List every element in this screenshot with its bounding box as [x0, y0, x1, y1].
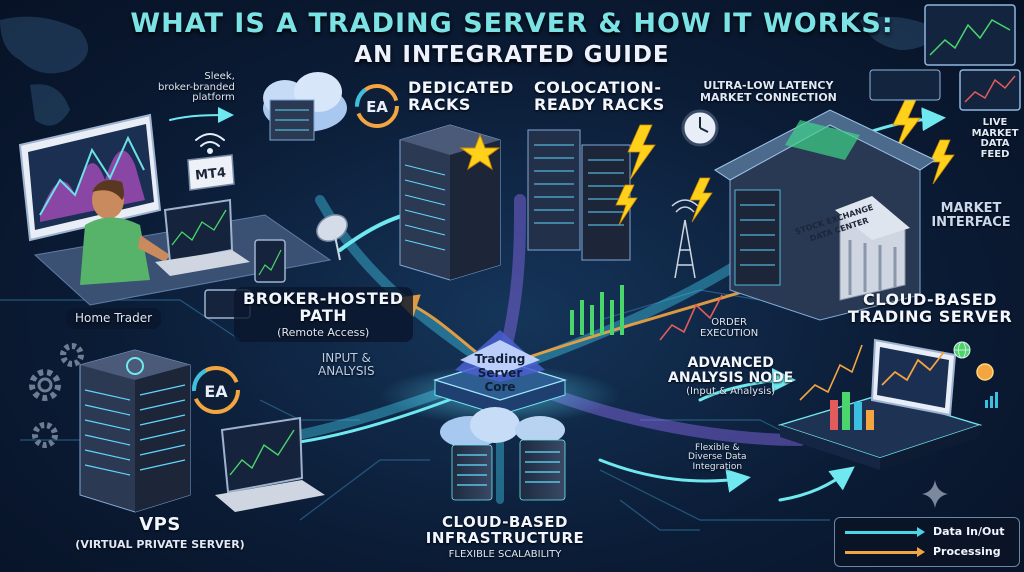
stock-exchange-building[interactable] [714, 109, 937, 321]
label-broker-line2: PATH [299, 305, 348, 325]
home-laptop [155, 198, 250, 276]
label-live-line2: MARKET [971, 127, 1019, 139]
core-text-line2: Server [478, 366, 523, 380]
label-vps-sub: (VIRTUAL PRIVATE SERVER) [75, 537, 245, 551]
label-remote-access: (Remote Access) [277, 325, 370, 339]
legend-processing-label: Processing [933, 545, 1001, 558]
label-sleek-line3: platform [192, 92, 235, 103]
label-order-line1: ORDER [711, 317, 747, 328]
dollar-coin-icon [976, 363, 994, 381]
label-order-execution: ORDER EXECUTION [700, 317, 759, 339]
label-dedicated-racks: DEDICATED RACKS [408, 78, 514, 114]
world-map-decoration [0, 16, 940, 126]
mt4-text: MT4 [195, 165, 227, 183]
label-colocation-line2: READY RACKS [534, 94, 665, 114]
ea-cycle-icon-vps [192, 366, 240, 414]
label-latency-line1: ULTRA-LOW LATENCY [703, 79, 834, 92]
label-flexible-line2: Diverse Data [688, 452, 747, 463]
satellite-dish-icon [316, 214, 348, 261]
label-cloud-trading-server: CLOUD-BASED TRADING SERVER [840, 290, 1020, 326]
label-sleek-line2: broker-branded [158, 81, 235, 93]
label-infra-sub: FLEXIBLE SCALABILITY [448, 548, 562, 560]
legend-processing: Processing [845, 544, 1015, 560]
legend-data-label: Data In/Out [933, 525, 1005, 538]
label-advanced-line2: ANALYSIS NODE [668, 369, 794, 386]
label-infra-line2: INFRASTRUCTURE [425, 528, 585, 547]
broker-cloud [263, 72, 347, 141]
core-text-line3: Core [484, 380, 515, 394]
label-colocation-line1: COLOCATION- [534, 78, 662, 97]
wifi-icon [195, 133, 225, 154]
vps-server[interactable] [79, 349, 191, 513]
label-broker-hosted: BROKER-HOSTED PATH (Remote Access) [234, 287, 413, 343]
floating-line-chart [659, 294, 723, 341]
ea-text-top: EA [366, 98, 388, 116]
label-market-line1: MARKET [940, 201, 1002, 216]
sparkle-icon [922, 480, 948, 508]
label-home-trader: Home Trader [66, 308, 162, 329]
star-icon [459, 133, 501, 171]
globe-icon [953, 341, 971, 359]
antenna-icon [671, 199, 699, 279]
label-infra-line1: CLOUD-BASED [442, 513, 568, 531]
label-dedicated-line1: DEDICATED [408, 78, 514, 97]
legend: Data In/Out Processing [834, 517, 1020, 567]
label-flexible-line3: Integration [692, 461, 743, 472]
label-market-interface: MARKET INTERFACE [928, 202, 1014, 229]
label-live-market-data: LIVE MARKET DATA FEED [970, 117, 1020, 160]
trading-server-core[interactable] [432, 330, 568, 416]
floating-bar-chart [570, 285, 624, 335]
page-title: WHAT IS A TRADING SERVER & HOW IT WORKS: [130, 8, 894, 39]
home-trader-person [80, 179, 170, 285]
ea-cycle-icon [355, 84, 399, 128]
label-vps-title: VPS [139, 514, 181, 535]
cloud-infrastructure-servers[interactable] [440, 407, 566, 501]
gear-icon [29, 343, 84, 448]
label-cloud-server-line1: CLOUD-BASED [863, 290, 997, 309]
label-input-analysis: INPUT & ANALYSIS [318, 352, 375, 377]
legend-cyan-arrow [845, 527, 925, 537]
page-subtitle: AN INTEGRATED GUIDE [354, 42, 670, 68]
label-dedicated-line2: RACKS [408, 94, 471, 114]
core-text-line1: Trading [475, 352, 526, 366]
label-sleek-line1: Sleek, [204, 71, 235, 82]
label-market-line2: INTERFACE [931, 214, 1011, 230]
legend-orange-arrow [845, 547, 925, 557]
ea-text-vps: EA [204, 382, 228, 401]
label-ultra-low-latency: ULTRA-LOW LATENCY MARKET CONNECTION [700, 80, 837, 103]
label-advanced-sub: (Input & Analysis) [686, 386, 776, 398]
label-flexible-line1: Flexible & [695, 443, 740, 453]
label-sleek-platform: Sleek, broker-branded platform [158, 71, 235, 104]
label-live-line4: FEED [980, 148, 1010, 160]
label-advanced-line1: ADVANCED [687, 355, 774, 371]
colocation-rack-servers[interactable] [527, 129, 631, 261]
legend-data-in-out: Data In/Out [845, 524, 1015, 540]
label-advanced-node: ADVANCED ANALYSIS NODE (Input & Analysis… [668, 356, 793, 398]
vps-laptop [215, 416, 325, 512]
home-trader-monitor [18, 113, 162, 242]
clock-icon [681, 109, 719, 147]
label-broker-line1: BROKER-HOSTED [243, 289, 404, 308]
label-input-line1: INPUT & [321, 351, 371, 365]
label-live-line1: LIVE [982, 117, 1008, 128]
cloud-trading-server[interactable] [777, 338, 983, 470]
label-latency-line2: MARKET CONNECTION [700, 90, 837, 104]
bar-chart-icon [985, 392, 998, 408]
live-market-monitors [869, 4, 1021, 111]
label-flexible-data: Flexible & Diverse Data Integration [688, 443, 747, 472]
label-live-line3: DATA [980, 138, 1010, 149]
label-input-line2: ANALYSIS [318, 363, 375, 378]
label-order-line2: EXECUTION [700, 327, 759, 339]
label-cloud-server-line2: TRADING SERVER [847, 306, 1013, 326]
label-colocation-racks: COLOCATION- READY RACKS [534, 78, 665, 114]
label-cloud-infrastructure: CLOUD-BASED INFRASTRUCTURE FLEXIBLE SCAL… [420, 513, 590, 560]
mt4-badge [187, 154, 235, 191]
label-vps: VPS (VIRTUAL PRIVATE SERVER) [40, 514, 280, 551]
